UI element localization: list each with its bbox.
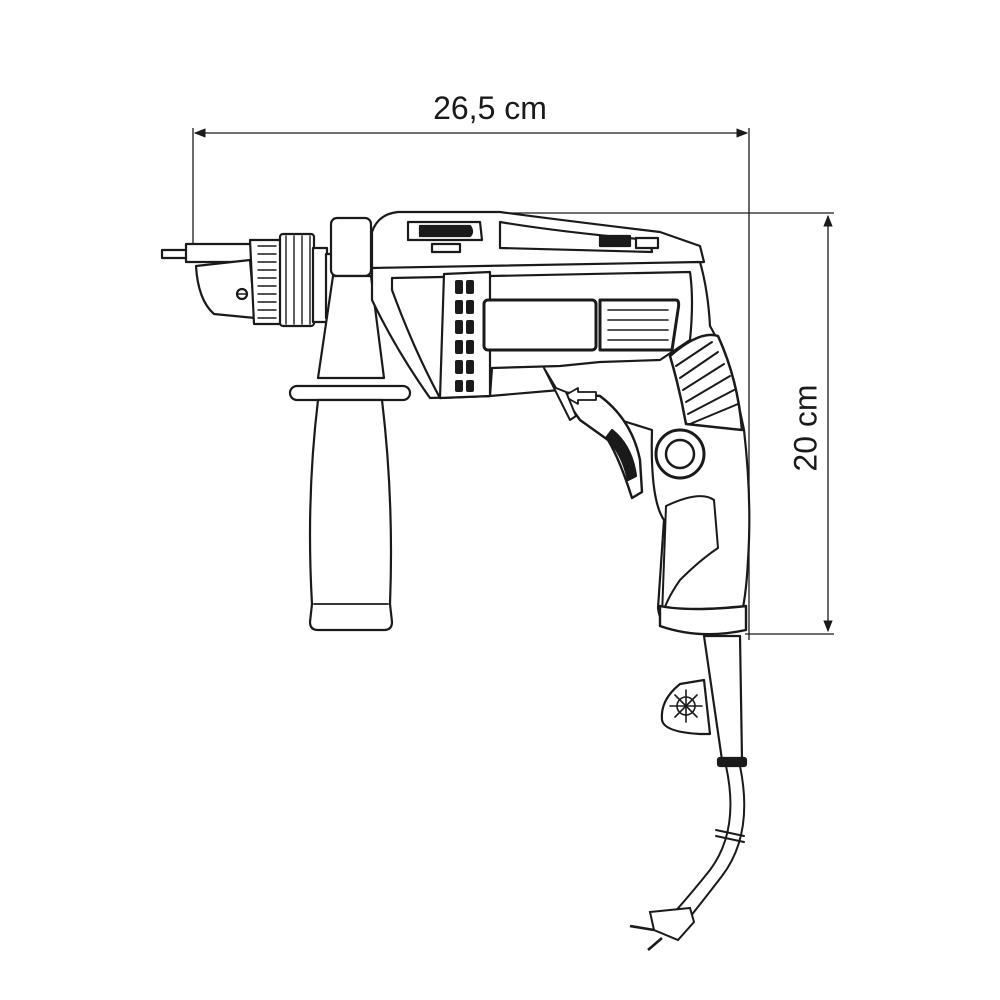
cord-guard-base xyxy=(660,606,746,634)
chuck-teeth xyxy=(258,246,276,318)
height-dimension-label: 20 cm xyxy=(787,384,824,472)
side-handle-stem xyxy=(318,276,384,378)
width-dimension-label: 26,5 cm xyxy=(433,90,547,126)
height-dimension xyxy=(500,213,834,634)
collar xyxy=(186,244,252,262)
hook-star-icon xyxy=(670,690,702,722)
side-handle-clamp xyxy=(331,218,371,276)
trigger[interactable] xyxy=(560,392,642,498)
chuck-sleeve xyxy=(280,234,314,326)
vent-slots xyxy=(600,300,679,350)
name-plate xyxy=(484,300,596,350)
direction-arrow xyxy=(564,388,596,404)
handle-grip-lower xyxy=(662,496,718,616)
side-panel-inner xyxy=(440,272,490,398)
power-cord xyxy=(672,766,744,922)
cord-strain-relief xyxy=(704,636,742,760)
chuck-nose xyxy=(196,260,255,318)
power-plug xyxy=(630,908,694,950)
depth-stop-bar xyxy=(290,386,410,400)
chuck-ring-toothed xyxy=(250,240,282,324)
rib-grid xyxy=(455,280,474,392)
drill xyxy=(162,212,749,766)
rear-grip-ribs xyxy=(676,342,738,424)
side-handle-grip xyxy=(310,400,392,630)
